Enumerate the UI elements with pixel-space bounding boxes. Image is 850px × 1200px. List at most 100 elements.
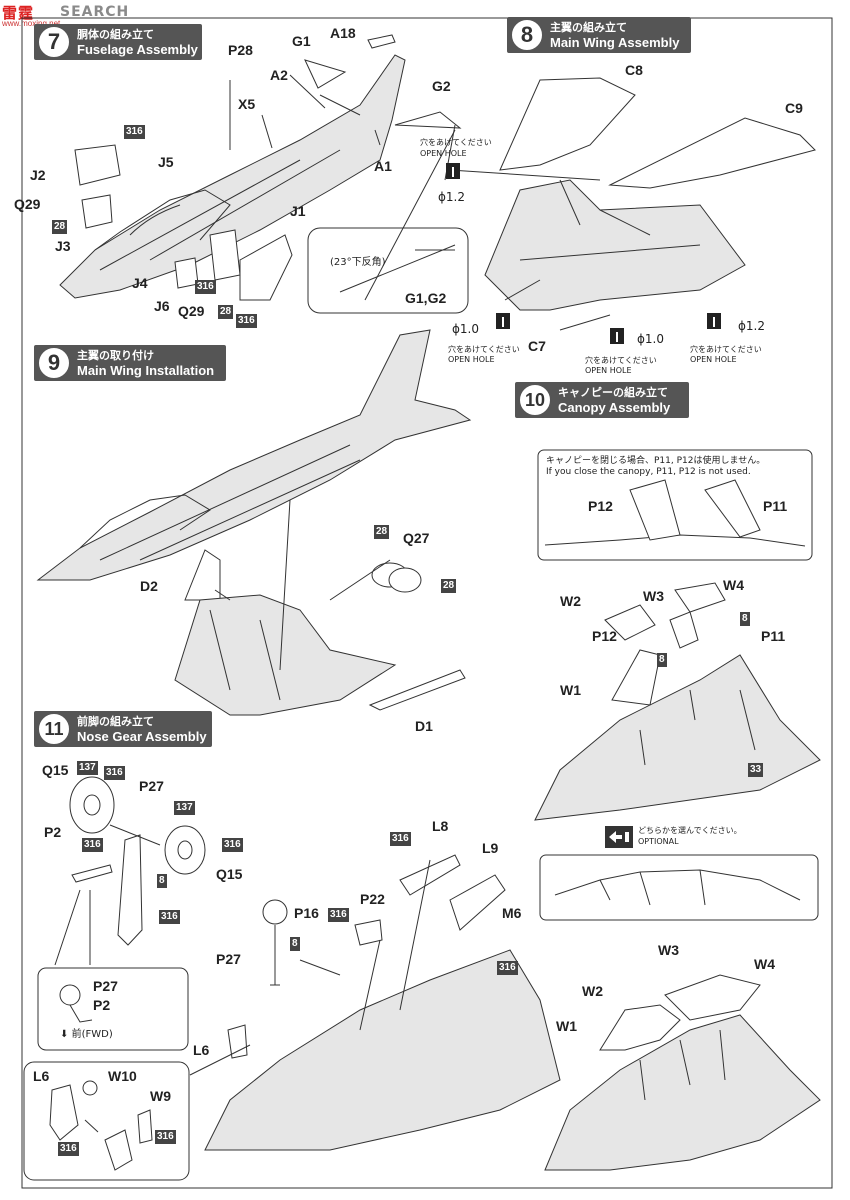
label-j5: J5 bbox=[158, 154, 174, 170]
code-316-p2: 316 bbox=[82, 838, 103, 852]
part-l8-shape bbox=[399, 854, 461, 896]
l6-inset bbox=[23, 1061, 190, 1181]
label-w4-closed: W4 bbox=[754, 956, 775, 972]
part-j6-shape bbox=[209, 229, 241, 281]
label-p28: P28 bbox=[228, 42, 253, 58]
label-p12: P12 bbox=[592, 628, 617, 644]
anhedral-angle: (23°下反角) bbox=[330, 257, 386, 268]
label-p27-top: P27 bbox=[139, 778, 164, 794]
label-w9: W9 bbox=[150, 1088, 171, 1104]
anhedral-line bbox=[339, 244, 456, 293]
label-a18: A18 bbox=[330, 25, 356, 41]
part-w1-open-shape bbox=[611, 649, 661, 706]
fuselage-drawing bbox=[59, 34, 462, 301]
part-d2-shape bbox=[184, 549, 221, 601]
part-p11-open-shape bbox=[704, 479, 761, 538]
code-33: 33 bbox=[748, 763, 764, 777]
drill-icon bbox=[496, 313, 510, 329]
code-316-j6: 316 bbox=[195, 280, 216, 294]
fwd-arrow-icon: ⬇ bbox=[60, 1029, 69, 1040]
label-j2: J2 bbox=[30, 167, 46, 183]
label-q15-right: Q15 bbox=[216, 866, 243, 882]
label-d1: D1 bbox=[415, 718, 433, 734]
drill-icon bbox=[707, 313, 721, 329]
label-p27-gear: P27 bbox=[216, 951, 241, 967]
part-w9-shape bbox=[137, 1109, 153, 1144]
label-c7: C7 bbox=[528, 338, 546, 354]
part-p2-shape bbox=[71, 864, 113, 883]
code-316-strut: 316 bbox=[159, 910, 180, 924]
label-w2: W2 bbox=[560, 593, 581, 609]
part-c9-shape bbox=[608, 117, 816, 189]
label-w10: W10 bbox=[108, 1068, 137, 1084]
label-p16: P16 bbox=[294, 905, 319, 921]
hole-note-jp-3: 穴をあけてください bbox=[585, 356, 657, 365]
code-28-q29b: 28 bbox=[218, 305, 234, 319]
label-p12-open: P12 bbox=[588, 498, 613, 514]
wing-installation-drawing bbox=[36, 329, 472, 716]
label-w4: W4 bbox=[723, 577, 744, 593]
label-g2: G2 bbox=[432, 78, 451, 94]
step-10-number: 10 bbox=[518, 383, 552, 417]
code-137-right: 137 bbox=[174, 801, 195, 815]
part-l6-inset-shape bbox=[49, 1084, 79, 1141]
hole-diameter-2: ϕ1.0 bbox=[452, 322, 479, 336]
part-l9-shape bbox=[449, 874, 506, 931]
label-m6: M6 bbox=[502, 905, 522, 921]
hole-diameter-3: ϕ1.0 bbox=[637, 332, 664, 346]
label-g1-g2: G1,G2 bbox=[405, 290, 447, 306]
step-10-title-en: Canopy Assembly bbox=[558, 400, 671, 415]
part-w2-open-shape bbox=[604, 604, 656, 641]
part-g1-shape bbox=[304, 59, 347, 89]
part-a18-shape bbox=[367, 34, 396, 49]
watermark-word: SEARCH bbox=[60, 4, 130, 20]
code-28-q27-bottom: 28 bbox=[441, 579, 457, 593]
code-8-p11: 8 bbox=[740, 612, 750, 626]
label-l6: L6 bbox=[193, 1042, 210, 1058]
code-316-l8: 316 bbox=[390, 832, 411, 846]
code-316-left: 316 bbox=[104, 766, 125, 780]
step-11-title-jp: 前脚の組み立て bbox=[77, 715, 154, 728]
part-w3-open-shape bbox=[669, 611, 699, 649]
part-j3-shape bbox=[81, 194, 113, 229]
hole-diameter-4: ϕ1.2 bbox=[738, 319, 765, 333]
label-j6: J6 bbox=[154, 298, 170, 314]
part-w3w4-closed-shape bbox=[664, 974, 761, 1021]
label-p2-inset: P2 bbox=[93, 997, 111, 1013]
step-9-title-en: Main Wing Installation bbox=[77, 363, 215, 378]
step-7-number: 7 bbox=[37, 25, 71, 59]
label-q29-bottom: Q29 bbox=[178, 303, 205, 319]
part-l6-shape bbox=[227, 1024, 248, 1059]
label-w3-closed: W3 bbox=[658, 942, 679, 958]
hole-note-en-3: OPEN HOLE bbox=[585, 366, 632, 375]
step-11-header: 11 前脚の組み立て Nose Gear Assembly bbox=[34, 711, 212, 747]
canopy-note-jp: キャノピーを閉じる場合、P11, P12は使用しません。 bbox=[546, 456, 766, 466]
fwd-text: 前(FWD) bbox=[71, 1029, 113, 1040]
code-316-p16: 316 bbox=[328, 908, 349, 922]
code-316-l6: 316 bbox=[58, 1142, 79, 1156]
hole-diameter-1: ϕ1.2 bbox=[438, 190, 465, 204]
code-316-w9: 316 bbox=[155, 1130, 176, 1144]
step-7-title-jp: 胴体の組み立て bbox=[77, 28, 154, 41]
label-g1: G1 bbox=[292, 33, 311, 49]
part-c8-shape bbox=[499, 77, 636, 171]
step-11-number: 11 bbox=[37, 712, 71, 746]
code-137-left: 137 bbox=[77, 761, 98, 775]
code-316-right: 316 bbox=[222, 838, 243, 852]
hole-note-en-1: OPEN HOLE bbox=[420, 149, 467, 158]
step-9-number: 9 bbox=[37, 346, 71, 380]
page-frame bbox=[21, 17, 833, 1189]
nose-gear-drawing bbox=[54, 776, 206, 966]
label-p11-open: P11 bbox=[763, 498, 788, 514]
hole-note-jp-1: 穴をあけてください bbox=[420, 138, 492, 147]
part-w1-closed-shape bbox=[599, 1004, 681, 1051]
part-p12-open-shape bbox=[629, 479, 681, 541]
label-l9: L9 bbox=[482, 840, 499, 856]
label-p22: P22 bbox=[360, 891, 385, 907]
step-10-title-jp: キャノピーの組み立て bbox=[558, 386, 668, 399]
label-w2-closed: W2 bbox=[582, 983, 603, 999]
step-11-title-en: Nose Gear Assembly bbox=[77, 729, 207, 744]
hole-note-jp-2: 穴をあけてください bbox=[448, 345, 520, 354]
label-p11: P11 bbox=[761, 628, 786, 644]
